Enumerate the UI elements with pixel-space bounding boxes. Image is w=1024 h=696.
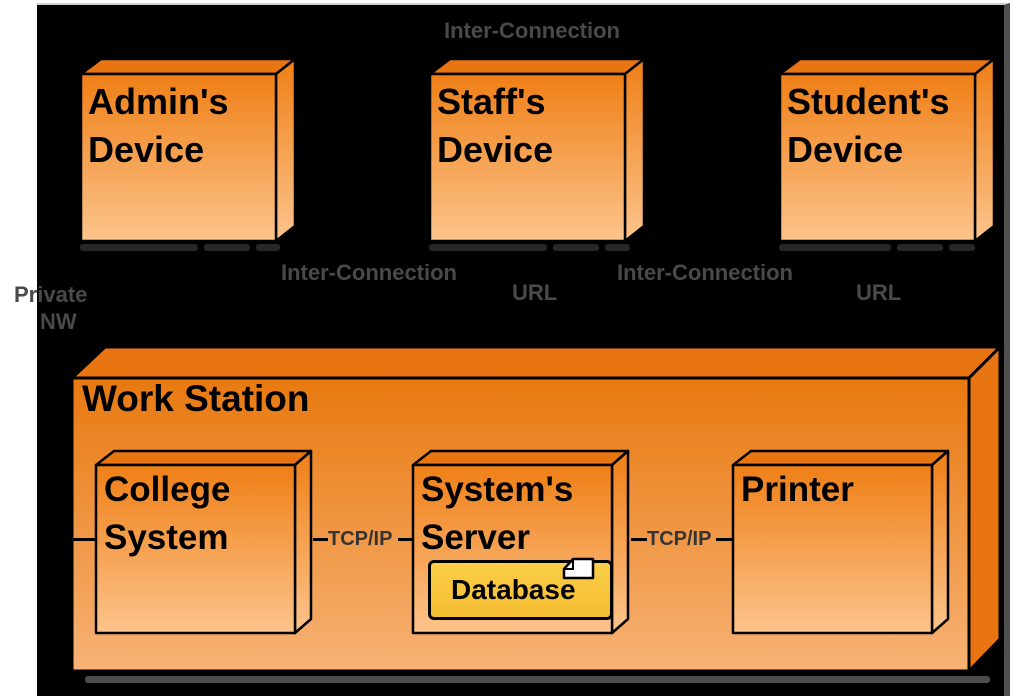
node-front-face: [79, 72, 278, 243]
node-box-3d: [731, 449, 950, 635]
node-college-system: College System: [94, 449, 313, 635]
shadow-bar: [949, 244, 975, 251]
shadow-bar: [80, 244, 198, 251]
label-tcp-ip-right: TCP/IP: [647, 528, 712, 550]
connector-line-private-nw: [38, 538, 96, 541]
node-right-face: [293, 449, 313, 635]
node-label-admins-device: Admin's Device: [88, 81, 229, 170]
node-right-face: [967, 345, 1002, 673]
node-label-staffs-device: Staff's Device: [437, 81, 554, 170]
label-url-left: URL: [512, 280, 558, 305]
shadow-bar: [553, 244, 599, 251]
shadow-bar: [779, 244, 891, 251]
connector-line: [716, 538, 733, 541]
node-front-face: [94, 463, 297, 635]
node-top-face: [428, 57, 646, 76]
node-label-students-device: Student's Device: [787, 81, 950, 170]
node-top-face: [778, 57, 996, 76]
node-right-face: [973, 57, 996, 243]
node-printer: Printer: [731, 449, 950, 635]
node-label-work-station: Work Station: [82, 378, 310, 419]
node-right-face: [623, 57, 646, 243]
connector-line: [313, 538, 328, 541]
node-front-face: [778, 72, 977, 243]
label-private-nw: Private NW: [14, 281, 87, 335]
label-private-nw-line1: Private: [14, 282, 88, 307]
connector-line: [631, 538, 647, 541]
node-label-systems-server: System's Server: [421, 470, 574, 557]
label-tcp-ip-left: TCP/IP: [328, 528, 393, 550]
node-top-face: [94, 449, 313, 467]
shadow-bar: [605, 244, 630, 251]
node-front-face: [428, 72, 627, 243]
shadow-bar: [429, 244, 547, 251]
document-icon: [562, 557, 595, 580]
node-admins-device: Admin's Device: [79, 57, 297, 243]
node-top-face: [411, 449, 630, 467]
label-inter-connection-left: Inter-Connection: [281, 260, 457, 285]
node-staffs-device: Staff's Device: [428, 57, 646, 243]
node-students-device: Student's Device: [778, 57, 996, 243]
node-right-face: [930, 449, 950, 635]
node-label-college-system: College System: [104, 470, 231, 557]
shadow-bar: [204, 244, 250, 251]
node-front-face: [731, 463, 934, 635]
database-label: Database: [451, 574, 576, 605]
node-top-face: [70, 345, 1002, 380]
node-right-face: [610, 449, 630, 635]
shadow-bar: [897, 244, 943, 251]
node-box-3d: [94, 449, 313, 635]
label-private-nw-line2: NW: [40, 309, 77, 334]
node-right-face: [274, 57, 297, 243]
node-top-face: [731, 449, 950, 467]
label-inter-connection-right: Inter-Connection: [617, 260, 793, 285]
node-label-printer: Printer: [741, 470, 854, 509]
node-top-face: [79, 57, 297, 76]
node-box-3d: [79, 57, 297, 243]
node-box-3d: [428, 57, 646, 243]
connector-line: [398, 538, 413, 541]
shadow-bar: [85, 676, 990, 683]
node-box-3d: [778, 57, 996, 243]
label-url-right: URL: [856, 280, 902, 305]
label-inter-connection-top: Inter-Connection: [444, 18, 620, 43]
shadow-bar: [256, 244, 280, 251]
